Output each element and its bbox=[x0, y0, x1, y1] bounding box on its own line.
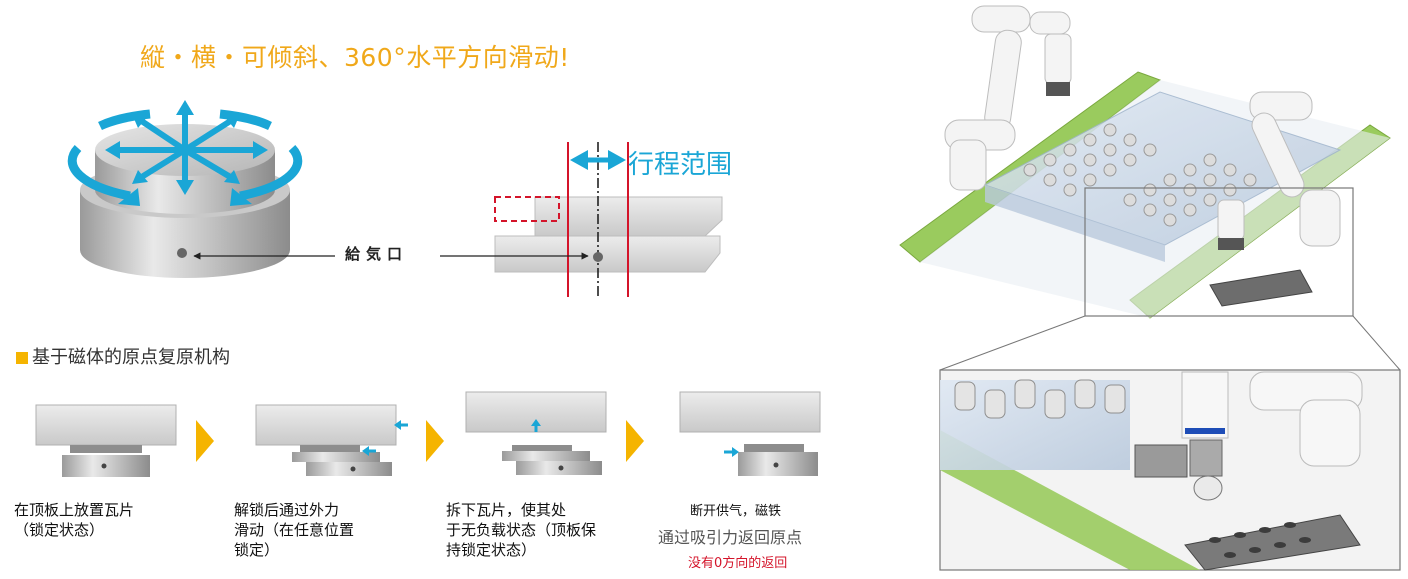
step-3-caption: 拆下瓦片，使其处 于无负载状态（顶板保 持锁定状态） bbox=[446, 501, 597, 559]
step-arrow-3 bbox=[626, 420, 644, 462]
step-1-caption: 在顶板上放置瓦片 （锁定状态） bbox=[14, 501, 135, 539]
step-1-illustration bbox=[35, 404, 177, 477]
robot-application-illustration bbox=[899, 5, 1401, 371]
stroke-range-label: 行程范围 bbox=[628, 150, 733, 180]
section-title-marker bbox=[16, 352, 28, 364]
air-supply-port-label: 給気口 bbox=[345, 245, 409, 263]
headline: 縦・横・可倾斜、360°水平方向滑动! bbox=[140, 43, 570, 72]
section-title-text: 基于磁体的原点复原机构 bbox=[32, 347, 230, 368]
step-arrow-1 bbox=[196, 420, 214, 462]
pin-array bbox=[1023, 123, 1257, 227]
step-2-illustration bbox=[255, 404, 408, 476]
section-title: 基于磁体的原点复原机构 bbox=[16, 343, 230, 369]
step-4-caption-line1: 断开供气，磁铁 bbox=[690, 504, 782, 519]
stroke-range-illustration bbox=[440, 142, 723, 297]
step-4-caption-note: 没有0方向的返回 bbox=[688, 556, 788, 571]
step-2-caption: 解锁后通过外力 滑动（在任意位置 锁定） bbox=[234, 501, 355, 559]
step-3-illustration bbox=[465, 391, 607, 475]
slide-unit-illustration bbox=[67, 100, 335, 278]
zoomed-detail-view bbox=[939, 369, 1401, 571]
step-4-illustration bbox=[679, 391, 821, 476]
step-4-caption-line2: 通过吸引力返回原点 bbox=[658, 528, 803, 547]
step-arrow-2 bbox=[426, 420, 444, 462]
